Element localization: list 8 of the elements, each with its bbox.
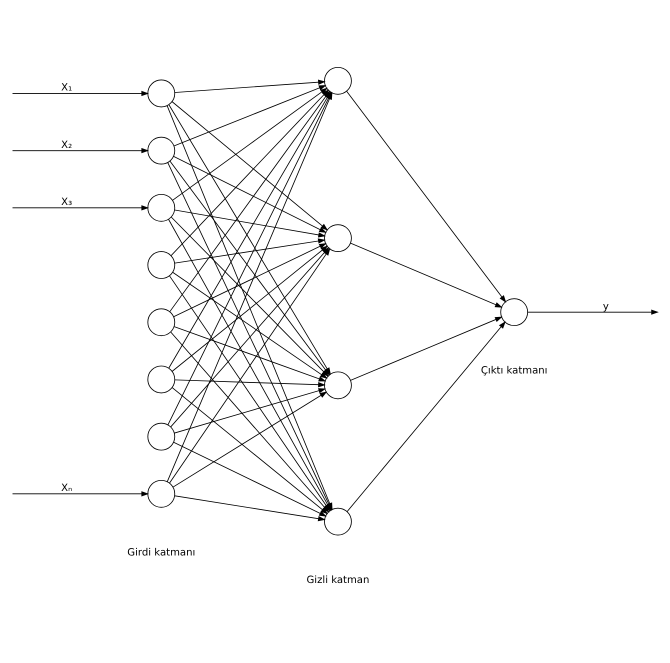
edge-label: X₃	[61, 196, 72, 208]
edge-label: X₁	[61, 82, 72, 94]
label: Gizli katman	[306, 575, 370, 586]
edge-label: y	[602, 301, 609, 312]
edge-label: Xₙ	[61, 482, 72, 494]
label: Girdi katmanı	[127, 547, 196, 558]
label: Çıktı katmanı	[480, 366, 548, 377]
edge-label: X₂	[61, 140, 72, 151]
